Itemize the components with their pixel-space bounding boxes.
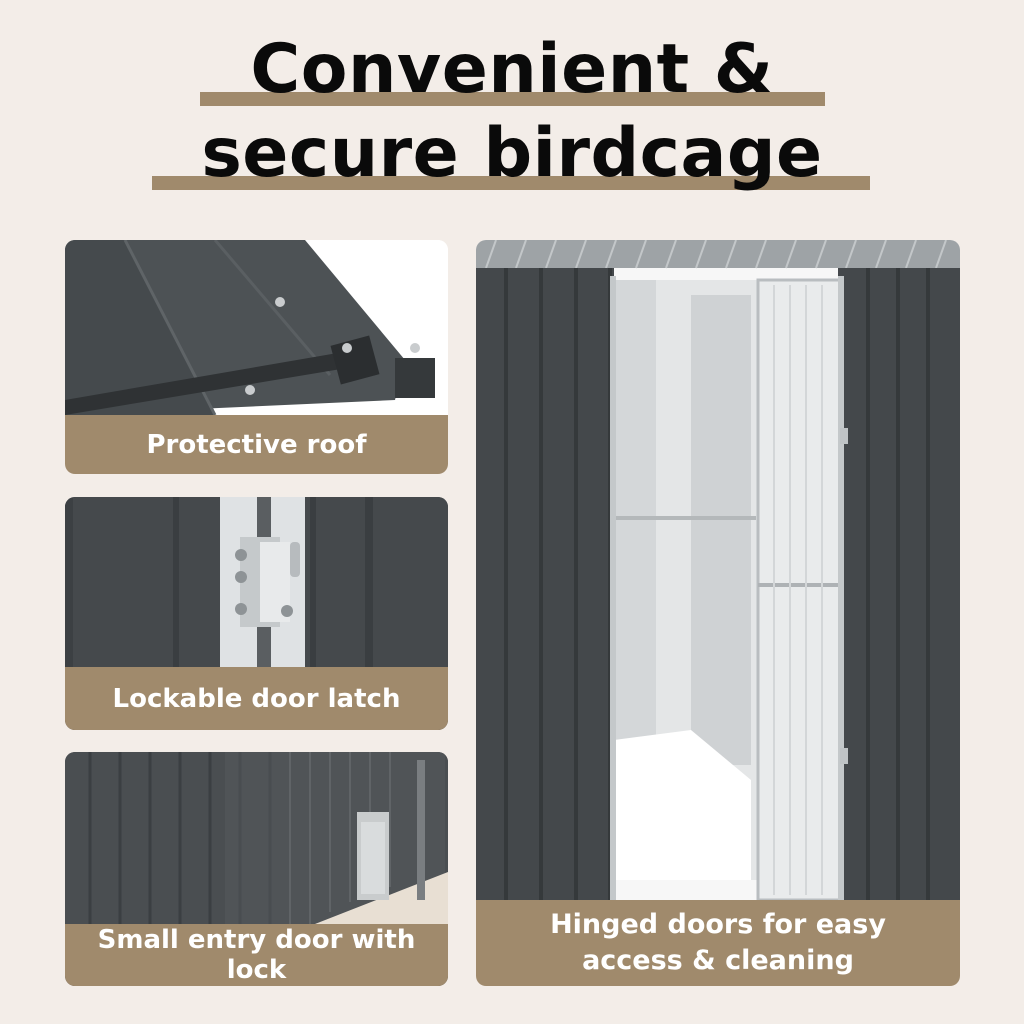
entry-door-photo — [65, 752, 448, 924]
caption-hinged-doors-line-2: access & cleaning — [582, 945, 854, 976]
latch-photo — [65, 497, 448, 667]
feature-panel-roof: Protective roof — [65, 240, 448, 474]
title-underline-1 — [200, 92, 825, 106]
caption-hinged-doors: Hinged doors for easy access & cleaning — [476, 900, 960, 986]
feature-panel-latch: Lockable door latch — [65, 497, 448, 730]
roof-photo — [65, 240, 448, 415]
feature-panel-entry-door: Small entry door with lock — [65, 752, 448, 986]
title-line-1: Convenient & — [250, 30, 774, 109]
caption-lockable-door-latch: Lockable door latch — [65, 667, 448, 730]
title-block: Convenient & secure birdcage — [0, 0, 1024, 220]
feature-panel-hinged-doors: Hinged doors for easy access & cleaning — [476, 240, 960, 986]
caption-hinged-doors-line-1: Hinged doors for easy — [550, 908, 886, 940]
title-line-2: secure birdcage — [201, 114, 823, 193]
open-shed-photo — [476, 240, 960, 900]
caption-protective-roof: Protective roof — [65, 415, 448, 474]
caption-small-entry-door: Small entry door with lock — [65, 924, 448, 986]
title-underline-2 — [152, 176, 870, 190]
